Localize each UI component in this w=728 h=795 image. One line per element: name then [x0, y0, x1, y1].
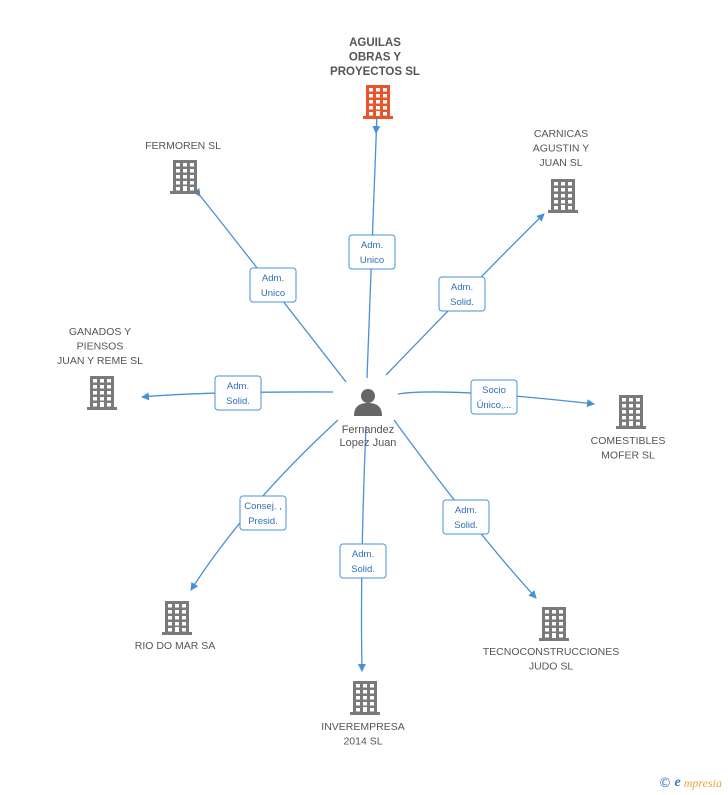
relation-label-text: Único,...: [477, 400, 512, 411]
relation-label-box: [348, 234, 396, 270]
company-name-text: PIENSOS: [77, 341, 124, 353]
company-name-text: TECNOCONSTRUCCIONES: [483, 646, 620, 658]
company-node-ganados[interactable]: GANADOS Y PIENSOS JUAN Y REME SL: [57, 326, 143, 410]
company-name-text: CARNICAS: [534, 128, 588, 140]
relation-label-box: [249, 267, 297, 303]
building-icon: [539, 607, 569, 641]
company-node-tecno[interactable]: TECNOCONSTRUCCIONES JUDO SL: [483, 607, 620, 673]
relation-label-text: Solid.: [226, 396, 250, 407]
company-name-text: JUAN SL: [539, 157, 582, 169]
building-icon: [363, 85, 393, 119]
relation-label-fermoren[interactable]: Adm. Unico: [249, 267, 297, 303]
building-icon: [162, 601, 192, 635]
company-name-text: JUAN Y REME SL: [57, 355, 143, 367]
relation-label-text: Socio: [482, 385, 506, 396]
relation-label-box: [339, 543, 387, 579]
relation-label-comestibles[interactable]: SocioÚnico,...: [470, 379, 518, 415]
edge-comestibles: [397, 391, 595, 408]
company-node-carnicas[interactable]: CARNICAS AGUSTIN Y JUAN SL: [533, 128, 589, 213]
relation-labels-layer: Adm.UnicoAdm.UnicoAdm.Solid.Adm.Solid.So…: [214, 234, 518, 579]
company-node-aguilas[interactable]: AGUILAS OBRAS Y PROYECTOS SL: [330, 37, 420, 119]
relation-label-text: Presid.: [248, 516, 278, 527]
company-name-text: JUDO SL: [529, 661, 574, 673]
company-name-text: INVEREMPRESA: [321, 721, 404, 733]
relation-label-riodomar[interactable]: Consej. , Presid.: [239, 495, 287, 531]
relation-label-text: Adm.: [227, 381, 249, 392]
relation-label-box: [470, 379, 518, 415]
relation-label-text: Adm.: [455, 505, 477, 516]
company-node-comestibles[interactable]: COMESTIBLES MOFER SL: [591, 395, 666, 462]
company-name-text: PROYECTOS SL: [330, 66, 420, 78]
building-icon: [87, 376, 117, 410]
relation-label-text: Adm.: [262, 273, 284, 284]
company-name-text: AGUILAS: [349, 37, 401, 49]
company-name-text: AGUSTIN Y: [533, 143, 589, 155]
relation-label-box: [214, 375, 262, 411]
relation-label-text: Unico: [360, 255, 384, 266]
relation-label-box: [239, 495, 287, 531]
empresia-logo-icon: e: [674, 775, 681, 790]
building-icon: [350, 681, 380, 715]
relation-label-tecno[interactable]: Adm. Solid.: [442, 499, 490, 535]
company-node-inverempresa[interactable]: INVEREMPRESA 2014 SL: [321, 681, 405, 748]
relation-label-box: [442, 499, 490, 535]
company-node-fermoren[interactable]: FERMOREN SL: [145, 140, 221, 194]
company-name-text: 2014 SL: [343, 736, 382, 748]
relation-label-ganados[interactable]: Adm. Solid.: [214, 375, 262, 411]
company-name-text: FERMOREN SL: [145, 140, 221, 152]
relation-label-box: [438, 276, 486, 312]
building-icon: [170, 160, 200, 194]
nodes-layer: AGUILAS OBRAS Y PROYECTOS SL FERMOREN SL CAR…: [57, 37, 665, 748]
company-name-text: RIO DO MAR SA: [135, 640, 216, 652]
relation-label-text: Adm.: [361, 240, 383, 251]
relation-label-text: Consej. ,: [244, 501, 282, 512]
relation-label-text: Unico: [261, 288, 285, 299]
edge-carnicas: [385, 213, 545, 376]
person-name-text: Fernandez: [342, 424, 395, 436]
copyright-icon: ©: [658, 775, 672, 791]
company-name-text: COMESTIBLES: [591, 435, 666, 447]
company-name-text: OBRAS Y: [349, 52, 402, 64]
relation-label-aguilas[interactable]: Adm. Unico: [348, 234, 396, 270]
building-icon: [616, 395, 646, 429]
person-icon: [354, 389, 382, 416]
company-name-text: MOFER SL: [601, 450, 655, 462]
company-node-riodomar[interactable]: RIO DO MAR SA: [135, 601, 216, 652]
relation-label-carnicas[interactable]: Adm. Solid.: [438, 276, 486, 312]
edge-fermoren: [192, 187, 347, 383]
building-icon: [548, 179, 578, 213]
relation-label-text: Solid.: [450, 297, 474, 308]
brand-name: mpresia: [683, 775, 722, 790]
relation-label-text: Adm.: [352, 549, 374, 560]
relation-label-text: Adm.: [451, 282, 473, 293]
relation-label-text: Solid.: [351, 564, 375, 575]
company-name-text: GANADOS Y: [69, 326, 131, 338]
relation-label-text: Solid.: [454, 520, 478, 531]
person-name-text: Lopez Juan: [340, 437, 397, 449]
relation-label-inverempresa[interactable]: Adm. Solid.: [339, 543, 387, 579]
